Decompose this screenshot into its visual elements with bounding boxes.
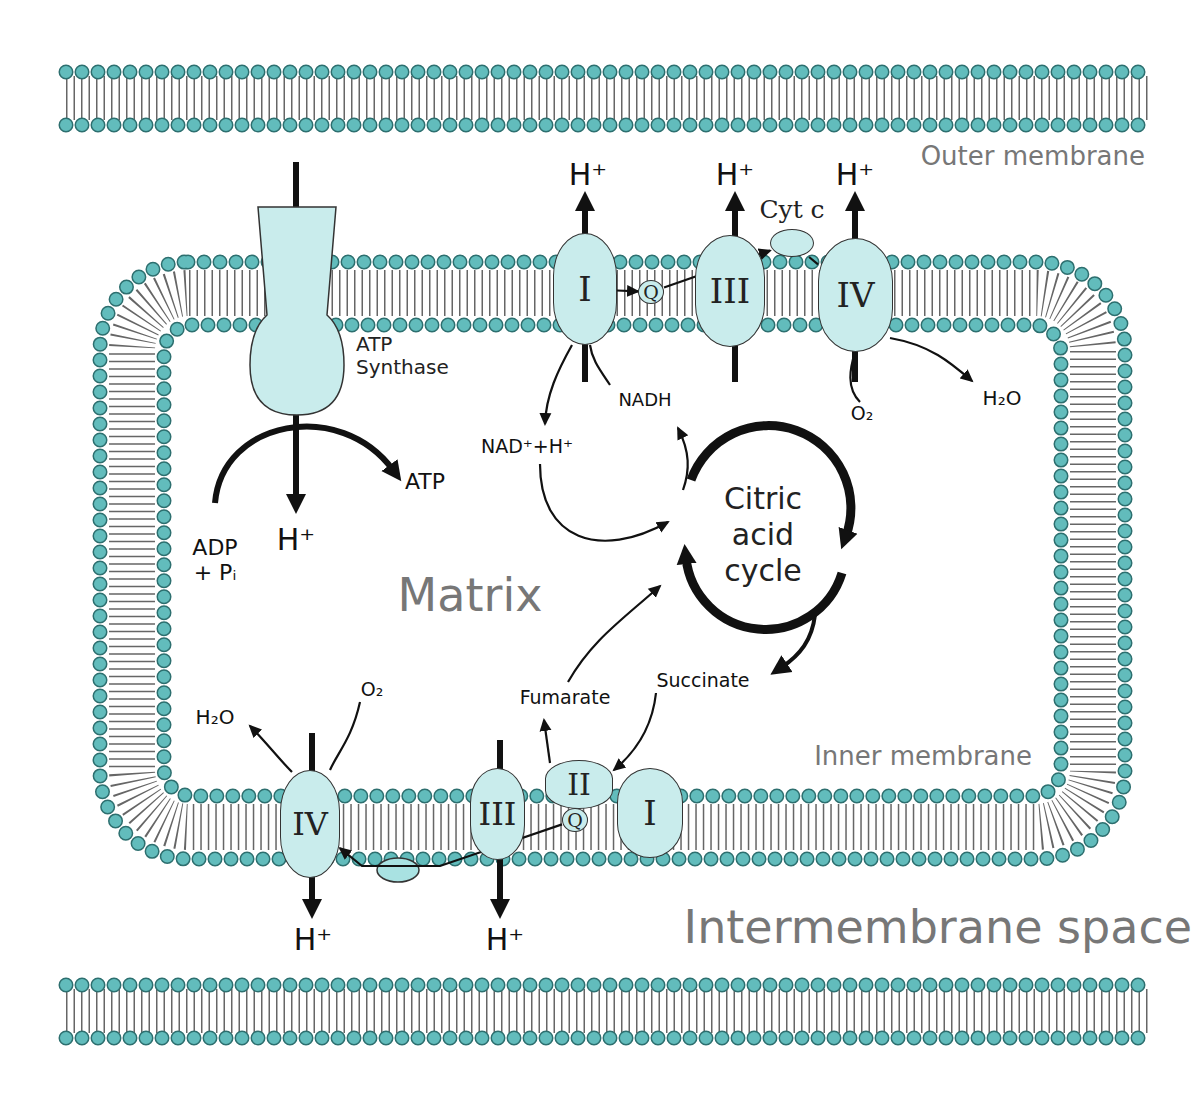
label-text: Intermembrane space <box>684 901 1192 954</box>
node-label: Q <box>643 281 659 303</box>
label-text: H₂O <box>196 706 235 729</box>
node-label: ATP Synthase <box>356 333 476 379</box>
atp-synthase: ATP Synthase <box>248 205 346 417</box>
proton-arrows <box>296 162 855 905</box>
label-text: O₂ <box>361 679 384 701</box>
ubiquinone: Q <box>638 280 664 304</box>
complex-i: I <box>553 233 617 345</box>
label-text: NADH <box>618 390 671 411</box>
label-text: Succinate <box>656 670 749 692</box>
label-text: ATP <box>405 469 445 494</box>
node-label: III <box>479 795 517 833</box>
cycle-arrows <box>686 426 851 630</box>
citric-acid-cycle: Citric acid cycle <box>675 447 851 623</box>
label-text: NAD⁺+H⁺ <box>481 436 573 458</box>
complex-ii: II <box>545 760 613 809</box>
label-text: O₂ <box>851 403 874 425</box>
cytochrome-c: Cyt c <box>770 229 814 257</box>
label-text: H⁺ <box>294 923 332 958</box>
ubiquinone: Q <box>562 808 588 832</box>
label-text: H⁺ <box>486 923 524 958</box>
atp-synthase-shape <box>248 205 346 417</box>
label-text: Inner membrane <box>814 742 1032 772</box>
node-label: II <box>567 767 591 802</box>
complex-iii: III <box>695 235 765 347</box>
label-text: Outer membrane <box>921 142 1145 172</box>
node-label: IV <box>292 805 328 843</box>
label-text: H⁺ <box>716 158 754 193</box>
label-text: ADP + Pᵢ <box>185 535 245 586</box>
complex-iv: IV <box>818 238 893 352</box>
cyt-c-carrier <box>377 858 419 882</box>
outer-membrane <box>66 72 1152 1038</box>
complex-iii: III <box>470 768 525 860</box>
electron-flow-arrow <box>809 257 818 264</box>
node-label: IV <box>837 275 875 315</box>
label-text: H⁺ <box>836 158 874 193</box>
complex-i: I <box>617 768 683 858</box>
label-text: H⁺ <box>277 523 315 558</box>
label-text: H₂O <box>983 387 1022 410</box>
node-label: I <box>578 269 591 309</box>
label-text: Matrix <box>398 569 543 622</box>
node-label: III <box>710 271 750 311</box>
electron-flow-arrow <box>617 289 638 292</box>
node-label: Citric acid cycle <box>708 481 818 589</box>
node-label: Cyt c <box>759 195 824 224</box>
electron-flow-arrow <box>340 824 562 866</box>
node-label: Q <box>567 809 583 831</box>
complex-iv: IV <box>280 770 340 878</box>
label-text: Fumarate <box>520 687 611 709</box>
label-text: H⁺ <box>569 158 607 193</box>
node-label: I <box>643 793 656 833</box>
